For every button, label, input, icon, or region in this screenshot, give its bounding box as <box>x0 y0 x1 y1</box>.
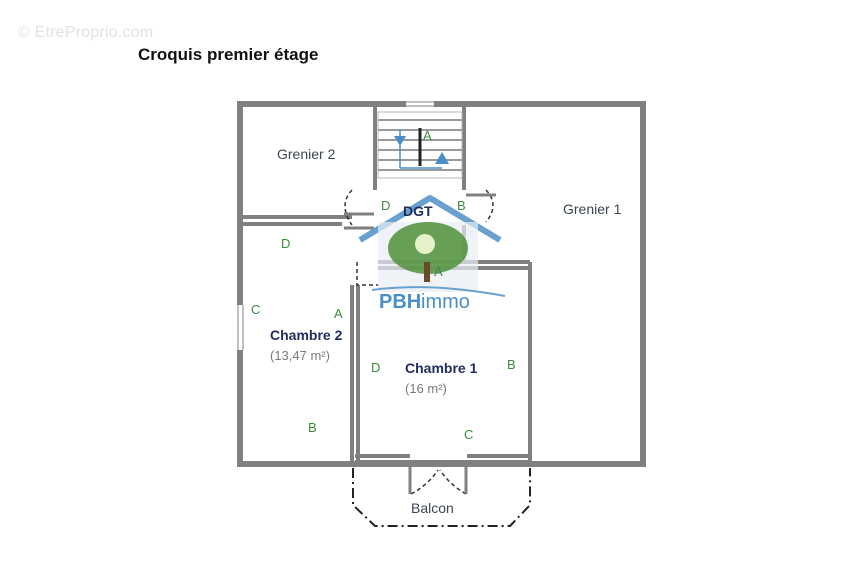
logo-brand-bold: PBH <box>379 291 421 313</box>
wall-letter: A <box>434 264 443 279</box>
watermark: © EtreProprio.com <box>18 24 154 41</box>
room-grenier-1: Grenier 1 <box>563 201 622 217</box>
wall-letter: A <box>423 128 432 143</box>
stair-up-arrow-icon <box>435 152 449 164</box>
pbh-logo: PBH immo <box>358 195 506 313</box>
wall-letter: B <box>457 198 466 213</box>
wall-letter: B <box>308 420 317 435</box>
wall-letter: D <box>381 198 390 213</box>
wall-letter: C <box>464 427 473 442</box>
wall-letter: D <box>281 236 290 251</box>
room-balcon: Balcon <box>411 500 454 516</box>
area-chambre-1: (16 m²) <box>405 381 447 396</box>
area-chambre-2: (13,47 m²) <box>270 348 330 363</box>
room-chambre-2: Chambre 2 <box>270 327 343 343</box>
staircase <box>377 111 463 179</box>
windows <box>236 100 434 350</box>
room-dgt: DGT <box>403 203 433 219</box>
window-left <box>236 305 245 350</box>
wall-letter: A <box>334 306 343 321</box>
logo-brand-light: immo <box>421 291 470 313</box>
wall-letter: C <box>251 302 260 317</box>
wall-letter: B <box>507 357 516 372</box>
room-grenier-2: Grenier 2 <box>277 146 336 162</box>
window-top <box>406 100 434 109</box>
balcony <box>352 468 531 527</box>
page-title: Croquis premier étage <box>138 45 319 64</box>
door-swings <box>344 189 494 495</box>
wall-letter: D <box>371 360 380 375</box>
room-chambre-1: Chambre 1 <box>405 360 478 376</box>
doors <box>344 193 496 494</box>
